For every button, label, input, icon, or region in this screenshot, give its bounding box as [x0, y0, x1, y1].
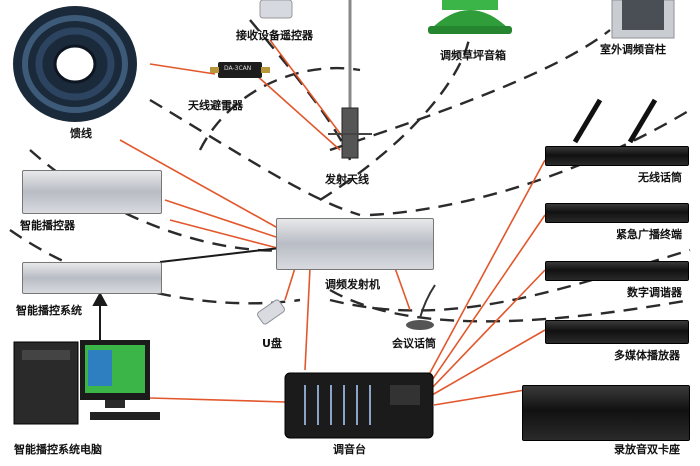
label-conference-mic: 会议话筒	[392, 337, 436, 350]
control-line-group	[92, 247, 281, 342]
wireless-link	[319, 29, 472, 202]
cable	[149, 63, 216, 75]
label-outdoor-column: 室外调频音柱	[600, 43, 666, 56]
wireless-mic-receiver	[545, 146, 689, 166]
cable	[284, 267, 296, 301]
cable	[431, 329, 546, 396]
receiver-remote	[259, 0, 293, 19]
smart-controller-device	[22, 170, 162, 214]
label-feeder: 馈线	[70, 127, 92, 140]
cassette-deck-device	[522, 385, 690, 441]
label-cassette-deck: 录放音双卡座	[614, 443, 680, 456]
label-digital-tuner: 数字调谐器	[627, 286, 682, 299]
cable-group	[119, 39, 546, 406]
cable	[119, 139, 286, 233]
conference-mic	[406, 284, 436, 330]
arrester-model-text: DA-3CAN	[224, 65, 252, 72]
label-smart-system: 智能播控系统	[16, 304, 82, 317]
outdoor-column	[611, 0, 675, 39]
control-line	[159, 247, 281, 263]
label-mixer: 调音台	[333, 443, 366, 456]
label-wireless-mic: 无线话筒	[638, 171, 682, 184]
label-smart-controller: 智能播控器	[20, 219, 75, 232]
smart-pc	[13, 340, 160, 425]
label-fm-transmitter: 调频发射机	[325, 278, 380, 291]
media-player-device	[545, 320, 689, 344]
label-antenna-arrester: 天线避雷器	[188, 99, 243, 112]
label-media-player: 多媒体播放器	[614, 349, 680, 362]
mixer	[284, 372, 434, 439]
cable	[269, 39, 346, 141]
label-receiver-remote: 接收设备遥控器	[236, 29, 313, 42]
cable	[424, 159, 546, 383]
cable	[394, 267, 411, 311]
digital-tuner-device	[545, 261, 689, 281]
label-usb-disk: U盘	[262, 337, 282, 350]
wireless-link	[149, 98, 361, 217]
label-emergency-terminal: 紧急广播终端	[616, 228, 682, 241]
wireless-mic-handsets	[572, 98, 658, 144]
transmit-antenna	[328, 0, 372, 159]
fm-transmitter-device	[276, 218, 434, 270]
lawn-speaker	[428, 0, 512, 34]
antenna-arrester	[210, 62, 270, 78]
feeder-coil	[13, 6, 137, 122]
wireless-link	[198, 66, 361, 151]
smart-system-device	[22, 262, 162, 294]
cable	[149, 397, 286, 403]
cable	[433, 389, 526, 406]
wireless-link	[329, 29, 611, 152]
cable	[169, 219, 286, 251]
usb-disk	[257, 299, 285, 325]
wireless-link	[9, 229, 301, 305]
label-lawn-speaker: 调频草坪音箱	[440, 49, 506, 62]
cable	[164, 199, 286, 241]
label-smart-pc: 智能播控系统电脑	[14, 443, 102, 456]
wireless-link	[369, 108, 691, 217]
arrow-head	[92, 291, 108, 306]
cable	[429, 269, 546, 391]
emergency-terminal-device	[545, 203, 689, 223]
cable	[254, 73, 341, 151]
cable	[304, 267, 311, 371]
label-transmit-antenna: 发射天线	[325, 173, 369, 186]
cable	[427, 214, 546, 387]
